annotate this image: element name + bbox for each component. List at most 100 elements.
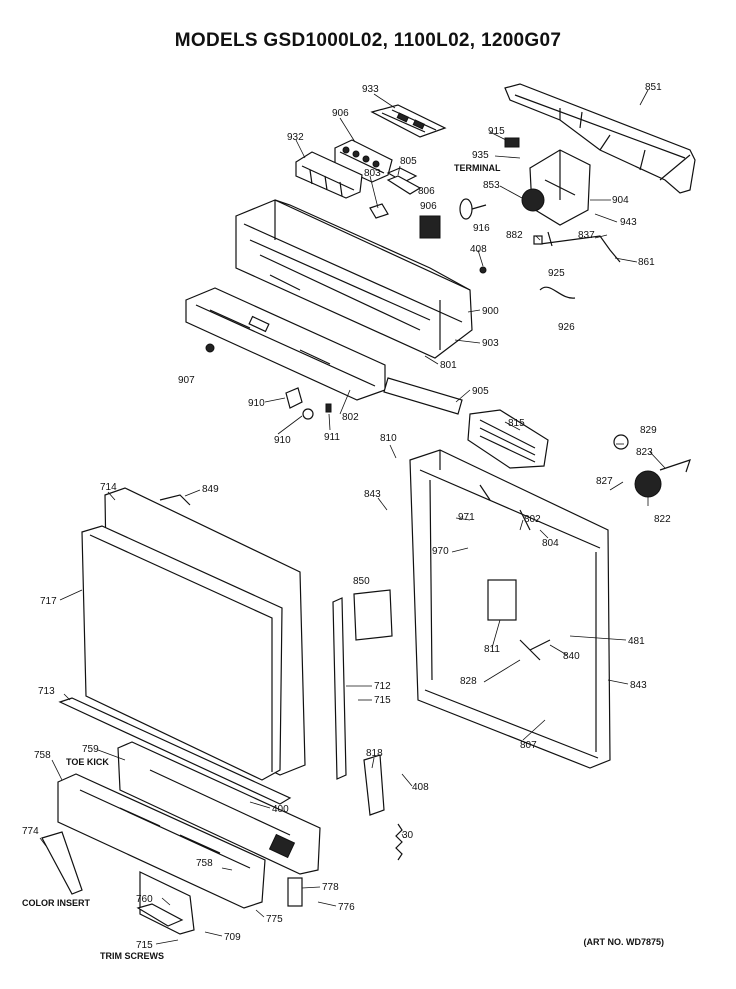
callout: 408 [470,244,487,255]
callout: 850 [353,576,370,587]
callout: 911 [324,432,340,443]
part-850 [353,589,393,641]
callout: 776 [338,902,355,913]
callout: 970 [432,546,449,557]
callout: 758 [34,750,51,761]
part-760 [136,903,184,927]
callout: 837 [578,230,595,241]
callout: 905 [472,386,489,397]
callout: 853 [483,180,500,191]
toe-kick-758 [57,773,266,909]
panel-plate-933 [370,104,447,138]
callout: 400 [272,804,289,815]
part-806 [386,175,422,195]
callout: 713 [38,686,55,697]
linkage-861 [533,231,621,263]
callout: 714 [100,482,117,493]
callout: 829 [640,425,657,436]
switch-906b [419,215,441,239]
callout: 822 [654,514,671,525]
callout: 882 [506,230,523,241]
callout: 715 [374,695,391,706]
caption-terminal: TERMINAL [454,163,501,173]
callout: 774 [22,826,39,837]
callout: 759 [82,744,99,755]
callout: 925 [548,268,565,279]
inner-door-843 [409,449,611,769]
callout: 30 [402,830,414,841]
callout: 906 [420,201,437,212]
callout: 935 [472,150,489,161]
callout: 802 [524,514,541,525]
vent-815 [467,409,549,469]
callout: 900 [482,306,499,317]
callout: 910 [274,435,291,446]
knob-916 [459,198,487,220]
wire-925 [539,286,576,299]
callout: 926 [558,322,575,333]
callout: 906 [332,108,349,119]
callout: 778 [322,882,339,893]
part-803 [369,203,389,219]
caption-trim-screws: TRIM SCREWS [100,951,164,961]
bracket-932 [295,151,363,199]
part-778 [287,877,303,907]
callout: 758 [196,858,213,869]
callout-labels: 933 851 906 932 915 935 805 803 806 853 … [22,82,671,951]
knob-910a [285,387,303,409]
callout: 818 [366,748,383,759]
part-823 [659,459,691,473]
callout: 715 [136,940,153,951]
callout: 709 [224,932,241,943]
callout: 823 [636,447,653,458]
part-829 [613,434,629,450]
knob-907 [205,343,215,353]
callout: 828 [460,676,477,687]
callout: 910 [248,398,265,409]
callout: 803 [364,168,381,179]
caption-color-insert: COLOR INSERT [22,898,91,908]
callout: 810 [380,433,397,444]
callout: 851 [645,82,662,93]
callout: 805 [400,156,417,167]
callout: 807 [520,740,537,751]
trim-713 [58,697,292,805]
callout: 815 [508,418,525,429]
callout: 408 [412,782,429,793]
callout: 801 [440,360,457,371]
screw-408 [479,266,487,274]
callout: 481 [628,636,645,647]
callout: 903 [482,338,499,349]
callout: 712 [374,681,391,692]
callout: 843 [630,680,647,691]
callout: 971 [458,512,475,523]
callout: 717 [40,596,57,607]
callout: 861 [638,257,655,268]
callout: 811 [484,644,500,655]
callout: 907 [178,375,195,386]
control-housing-851 [504,83,696,194]
color-insert-774 [41,831,83,895]
terminal-915 [504,137,520,148]
callout: 840 [563,651,580,662]
callout: 904 [612,195,629,206]
caption-toe-kick: TOE KICK [66,757,109,767]
trim-712 [332,597,347,780]
callout: 915 [488,126,505,137]
callout: 843 [364,489,381,500]
callout: 802 [342,412,359,423]
callout: 933 [362,84,379,95]
callout: 804 [542,538,559,549]
art-number: (ART NO. WD7875) [583,937,664,947]
callout: 806 [418,186,435,197]
page-title: MODELS GSD1000L02, 1100L02, 1200G07 [174,30,562,51]
callout: 916 [473,223,490,234]
timer-904 [504,137,591,226]
callout: 943 [620,217,637,228]
part-911 [325,403,332,413]
knob-910b [302,408,314,420]
toe-kick-759 [117,741,321,875]
spring-30 [395,823,403,861]
